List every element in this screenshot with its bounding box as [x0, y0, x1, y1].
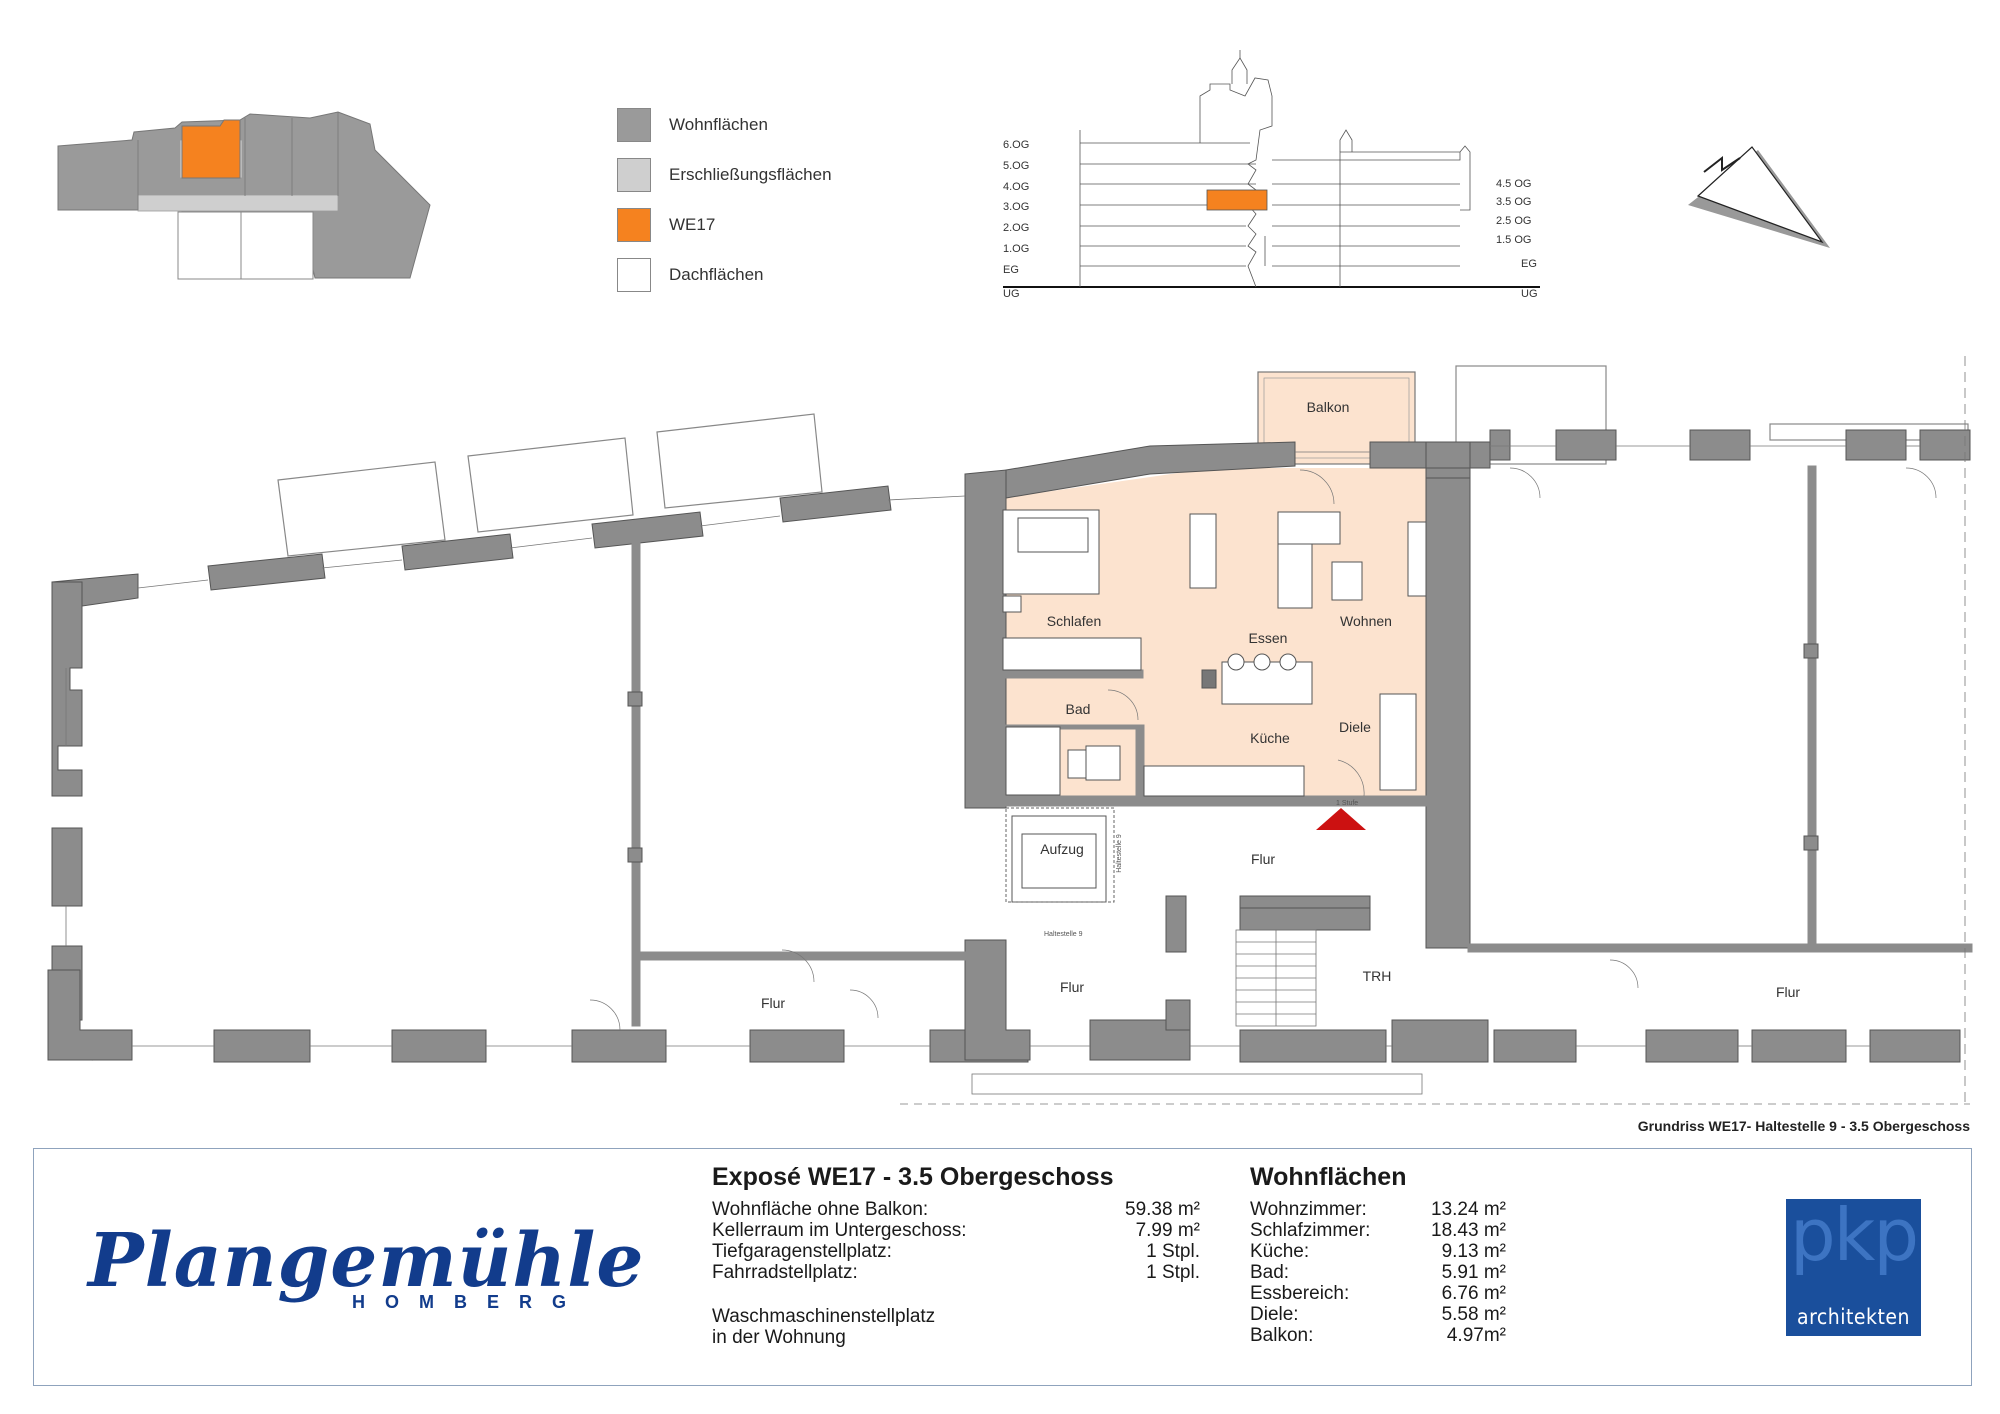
door-arcs: [589, 467, 1937, 1031]
area-row-value: 18.43 m²: [1431, 1220, 1506, 1241]
area-row-value: 5.91 m²: [1441, 1262, 1506, 1283]
expose-note: in der Wohnung: [712, 1327, 846, 1348]
legend-swatch: [617, 258, 651, 292]
furniture: [1002, 509, 1427, 931]
expose-row-value: 1 Stpl.: [1146, 1262, 1200, 1283]
floor-label: 5.OG: [1003, 160, 1030, 172]
key-plan: [57, 111, 431, 280]
room-label-aufzug: Aufzug: [1040, 841, 1084, 857]
floor-label: UG: [1521, 288, 1538, 300]
legend-label: Erschließungsflächen: [669, 165, 832, 184]
legend-item-erschliessung: Erschließungsflächen: [617, 158, 832, 192]
floor-label: 2.OG: [1003, 222, 1030, 234]
step-label: 1 Stufe: [1336, 800, 1359, 807]
expose-row-label: Fahrradstellplatz:: [712, 1262, 858, 1283]
floor-label: 1.OG: [1003, 243, 1030, 255]
floor-label: 3.5 OG: [1496, 196, 1532, 208]
area-row-value: 13.24 m²: [1431, 1199, 1506, 1220]
area-row-value: 9.13 m²: [1441, 1241, 1506, 1262]
legend-item-wohnflaechen: Wohnflächen: [617, 108, 768, 142]
lift-shaft: [1005, 807, 1115, 903]
floor-label: 2.5 OG: [1496, 215, 1532, 227]
legend-label: Dachflächen: [669, 265, 764, 284]
expose-row-value: 7.99 m²: [1135, 1220, 1200, 1241]
architect-logo: pkp architekten: [1786, 1193, 1921, 1336]
legend-swatch: [617, 208, 651, 242]
expose-row-value: 59.38 m²: [1125, 1199, 1200, 1220]
entrance-marker-icon: [1316, 808, 1366, 830]
room-label-balkon: Balkon: [1306, 399, 1350, 415]
expose-row-label: Kellerraum im Untergeschoss:: [712, 1220, 967, 1241]
plan-caption: Grundriss WE17- Haltestelle 9 - 3.5 Ober…: [1637, 1118, 1970, 1134]
area-row-label: Küche:: [1250, 1241, 1310, 1262]
room-label-schlafen: Schlafen: [1046, 613, 1102, 629]
expose-row-label: Wohnfläche ohne Balkon:: [712, 1199, 929, 1220]
north-arrow-icon: [1688, 146, 1830, 248]
floor-label: EG: [1521, 258, 1537, 270]
expose-note: Waschmaschinenstellplatz: [712, 1306, 936, 1327]
room-label-wohnen: Wohnen: [1340, 613, 1392, 629]
area-row-value: 6.76 m²: [1441, 1283, 1506, 1304]
floor-label: EG: [1003, 264, 1019, 276]
floor-label: 6.OG: [1003, 139, 1030, 151]
expose-row-value: 1 Stpl.: [1146, 1241, 1200, 1262]
room-label-flur-right: Flur: [1775, 984, 1801, 1000]
staircase: [1235, 929, 1317, 1027]
area-row-value: 5.58 m²: [1441, 1304, 1506, 1325]
legend-swatch: [617, 158, 651, 192]
partitions: [631, 465, 1973, 1027]
expose-title: Exposé WE17 - 3.5 Obergeschoss: [712, 1163, 1114, 1191]
area-row-value: 4.97m²: [1446, 1325, 1506, 1346]
room-label-flur-center: Flur: [1250, 851, 1276, 867]
info-panel: [33, 1148, 1972, 1386]
we17-apartment-area: [1003, 468, 1427, 800]
area-row-label: Schlafzimmer:: [1250, 1220, 1371, 1241]
area-row-label: Bad:: [1250, 1262, 1290, 1283]
room-label-kueche: Küche: [1250, 730, 1290, 746]
room-label-essen: Essen: [1248, 630, 1288, 646]
brand-subtitle: HOMBERG: [352, 1292, 586, 1312]
room-label-trh: TRH: [1362, 968, 1392, 984]
legend-label: WE17: [669, 215, 716, 234]
architect-logo-mark: pkp: [1789, 1193, 1919, 1277]
section-we17-marker: [1206, 189, 1268, 211]
legend-swatch: [617, 108, 651, 142]
window-lines: [65, 356, 1970, 1105]
area-row-label: Wohnzimmer:: [1250, 1199, 1367, 1220]
legend-label: Wohnflächen: [669, 115, 768, 134]
legend-item-dachflaechen: Dachflächen: [617, 258, 764, 292]
haltestelle-label: Haltestelle 9: [1044, 931, 1083, 938]
haltestelle-label-vertical: Haltestelle 9: [1115, 834, 1123, 873]
room-label-bad: Bad: [1065, 701, 1091, 717]
area-row-label: Essbereich:: [1250, 1283, 1350, 1304]
room-label-flur-left: Flur: [760, 995, 786, 1011]
floor-label: 4.OG: [1003, 181, 1030, 193]
area-row-label: Balkon:: [1250, 1325, 1314, 1346]
floor-label: UG: [1003, 288, 1020, 300]
neighbour-balconies: [277, 365, 1969, 557]
floor-label: 3.OG: [1003, 201, 1030, 213]
floor-label: 4.5 OG: [1496, 178, 1532, 190]
legend-item-we17: WE17: [617, 208, 715, 242]
section-drawing: [1003, 50, 1540, 288]
wohnflaechen-title: Wohnflächen: [1250, 1163, 1407, 1191]
room-label-flur-mid: Flur: [1059, 979, 1085, 995]
floor-label: 1.5 OG: [1496, 234, 1532, 246]
room-label-diele: Diele: [1339, 719, 1371, 735]
area-row-label: Diele:: [1250, 1304, 1299, 1325]
walls: [47, 429, 1971, 1063]
architect-name: architekten: [1797, 1305, 1910, 1329]
brand-logo: Plangemühle: [88, 1218, 645, 1304]
expose-row-label: Tiefgaragenstellplatz:: [712, 1241, 892, 1262]
